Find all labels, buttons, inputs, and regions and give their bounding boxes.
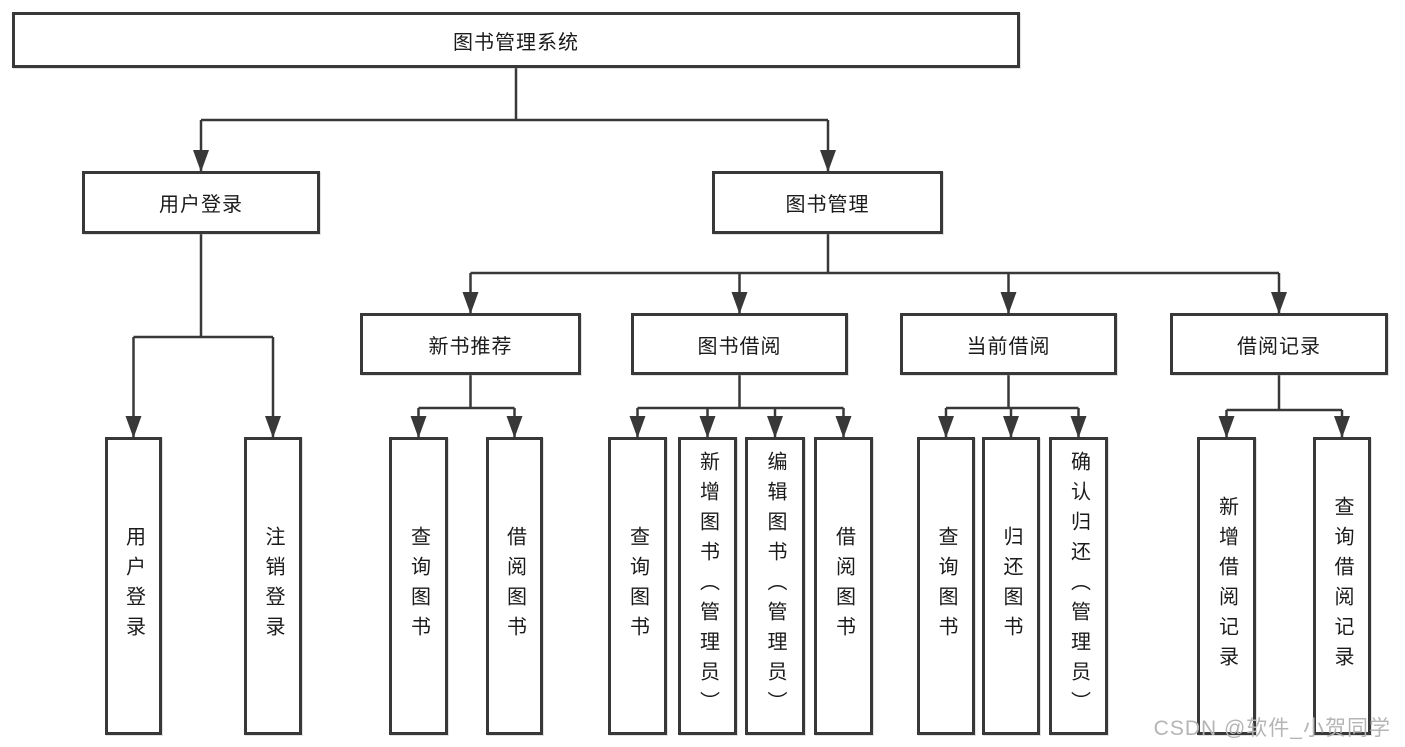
leaf-label: 借阅图书 <box>832 526 855 646</box>
node-leaf-cb-query-books: 查询图书 <box>917 437 975 735</box>
node-borrow-records: 借阅记录 <box>1170 313 1388 375</box>
leaf-label: 编辑图书（管理员） <box>764 451 786 721</box>
node-leaf-cb-confirm-return-admin: 确认归还（管理员） <box>1049 437 1108 735</box>
leaf-label: 查询图书 <box>935 526 957 646</box>
node-new-book-recommend: 新书推荐 <box>360 313 581 375</box>
node-leaf-bb-edit-books-admin: 编辑图书（管理员） <box>745 437 805 735</box>
node-leaf-user-login: 用户登录 <box>105 437 162 735</box>
leaf-label: 新增借阅记录 <box>1215 496 1238 676</box>
node-current-borrowing: 当前借阅 <box>900 313 1117 375</box>
leaf-label: 查询借阅记录 <box>1331 496 1353 676</box>
leaf-label: 新增图书（管理员） <box>696 451 719 721</box>
node-leaf-cb-return-books: 归还图书 <box>982 437 1040 735</box>
leaf-label: 确认归还（管理员） <box>1067 451 1090 721</box>
node-library-system: 图书管理系统 <box>12 12 1020 68</box>
leaf-label: 查询图书 <box>626 526 649 646</box>
leaf-label: 注销登录 <box>262 526 284 646</box>
node-book-management: 图书管理 <box>712 171 943 234</box>
leaf-label: 查询图书 <box>407 526 430 646</box>
node-leaf-br-add-record: 新增借阅记录 <box>1197 437 1256 735</box>
node-leaf-bb-borrow-books: 借阅图书 <box>814 437 873 735</box>
node-leaf-bb-add-books-admin: 新增图书（管理员） <box>678 437 737 735</box>
node-user-login: 用户登录 <box>82 171 320 234</box>
leaf-label: 用户登录 <box>122 526 145 646</box>
node-book-borrowing: 图书借阅 <box>631 313 848 375</box>
node-leaf-logout: 注销登录 <box>244 437 302 735</box>
watermark: CSDN @软件_小贺同学 <box>1153 717 1391 740</box>
node-leaf-nr-query-books: 查询图书 <box>389 437 448 735</box>
node-leaf-nr-borrow-books: 借阅图书 <box>486 437 543 735</box>
leaf-label: 归还图书 <box>1000 526 1022 646</box>
node-leaf-br-query-record: 查询借阅记录 <box>1313 437 1371 735</box>
leaf-label: 借阅图书 <box>503 526 526 646</box>
node-leaf-bb-query-books: 查询图书 <box>608 437 667 735</box>
